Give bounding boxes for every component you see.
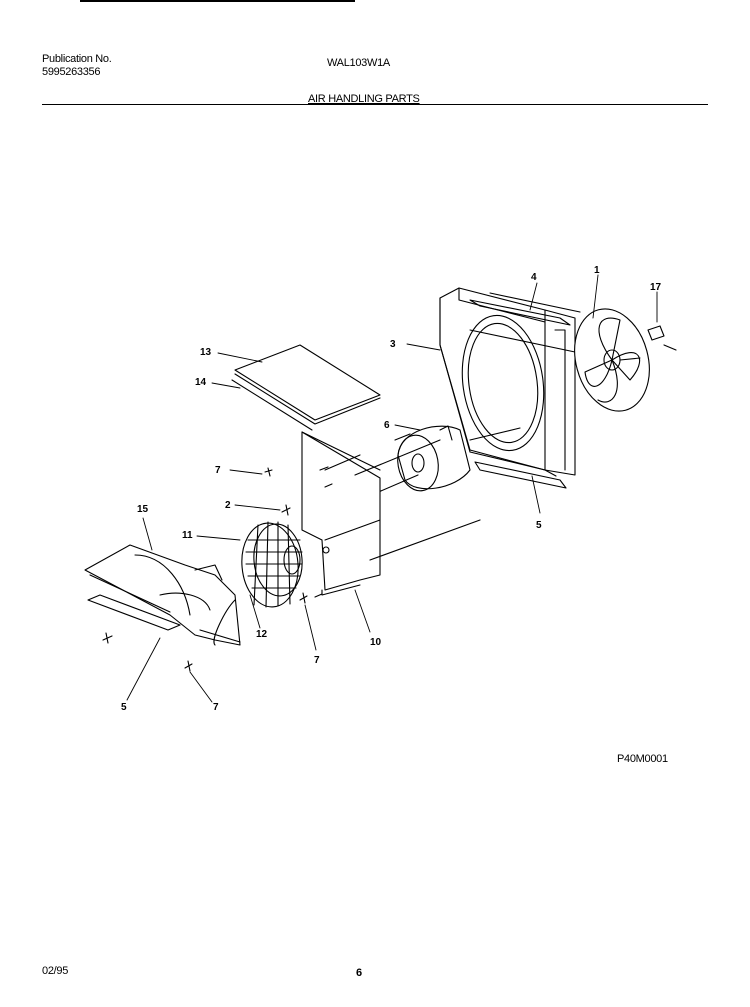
header-rule (42, 104, 708, 105)
callout-7c: 7 (213, 702, 219, 713)
page-number: 6 (356, 967, 362, 979)
callout-17: 17 (650, 282, 662, 293)
shroud-panel (439, 287, 557, 477)
partition-panel (301, 431, 381, 596)
publication-number: 5995263356 (42, 66, 101, 78)
callout-12: 12 (256, 629, 268, 640)
base-rail-left (87, 594, 181, 631)
callout-7b: 7 (314, 655, 320, 666)
callout-10: 10 (370, 637, 382, 648)
callout-15: 15 (137, 504, 149, 515)
callout-3: 3 (390, 339, 396, 350)
callout-14: 14 (195, 377, 207, 388)
callout-11: 11 (182, 530, 193, 541)
callout-7a: 7 (215, 465, 221, 476)
callout-4: 4 (531, 272, 537, 283)
brace-rails (469, 292, 581, 476)
leader-lines (126, 274, 658, 703)
callout-5b: 5 (536, 520, 542, 531)
callout-13: 13 (200, 347, 212, 358)
shaft-line-upper (354, 439, 441, 476)
fan-blade (574, 308, 650, 412)
screws (102, 466, 333, 672)
model-number: WAL103W1A (327, 57, 390, 69)
callout-5a: 5 (121, 702, 127, 713)
callout-2: 2 (225, 500, 231, 511)
shaft-line-lower (369, 519, 481, 561)
callout-1: 1 (594, 265, 600, 276)
blower-scroll (84, 544, 241, 646)
publication-label: Publication No. (42, 53, 112, 65)
fan-clip (647, 325, 677, 351)
fan-motor (359, 425, 521, 501)
shaft-line-mid (324, 454, 361, 471)
filter-sheets (231, 344, 381, 431)
base-rail-right (474, 461, 567, 489)
callout-6: 6 (384, 420, 390, 431)
top-rule-left (80, 0, 355, 2)
figure-id: P40M0001 (617, 753, 668, 765)
blower-wheel (241, 521, 303, 608)
footer-date: 02/95 (42, 965, 69, 977)
section-title: AIR HANDLING PARTS (308, 93, 420, 105)
